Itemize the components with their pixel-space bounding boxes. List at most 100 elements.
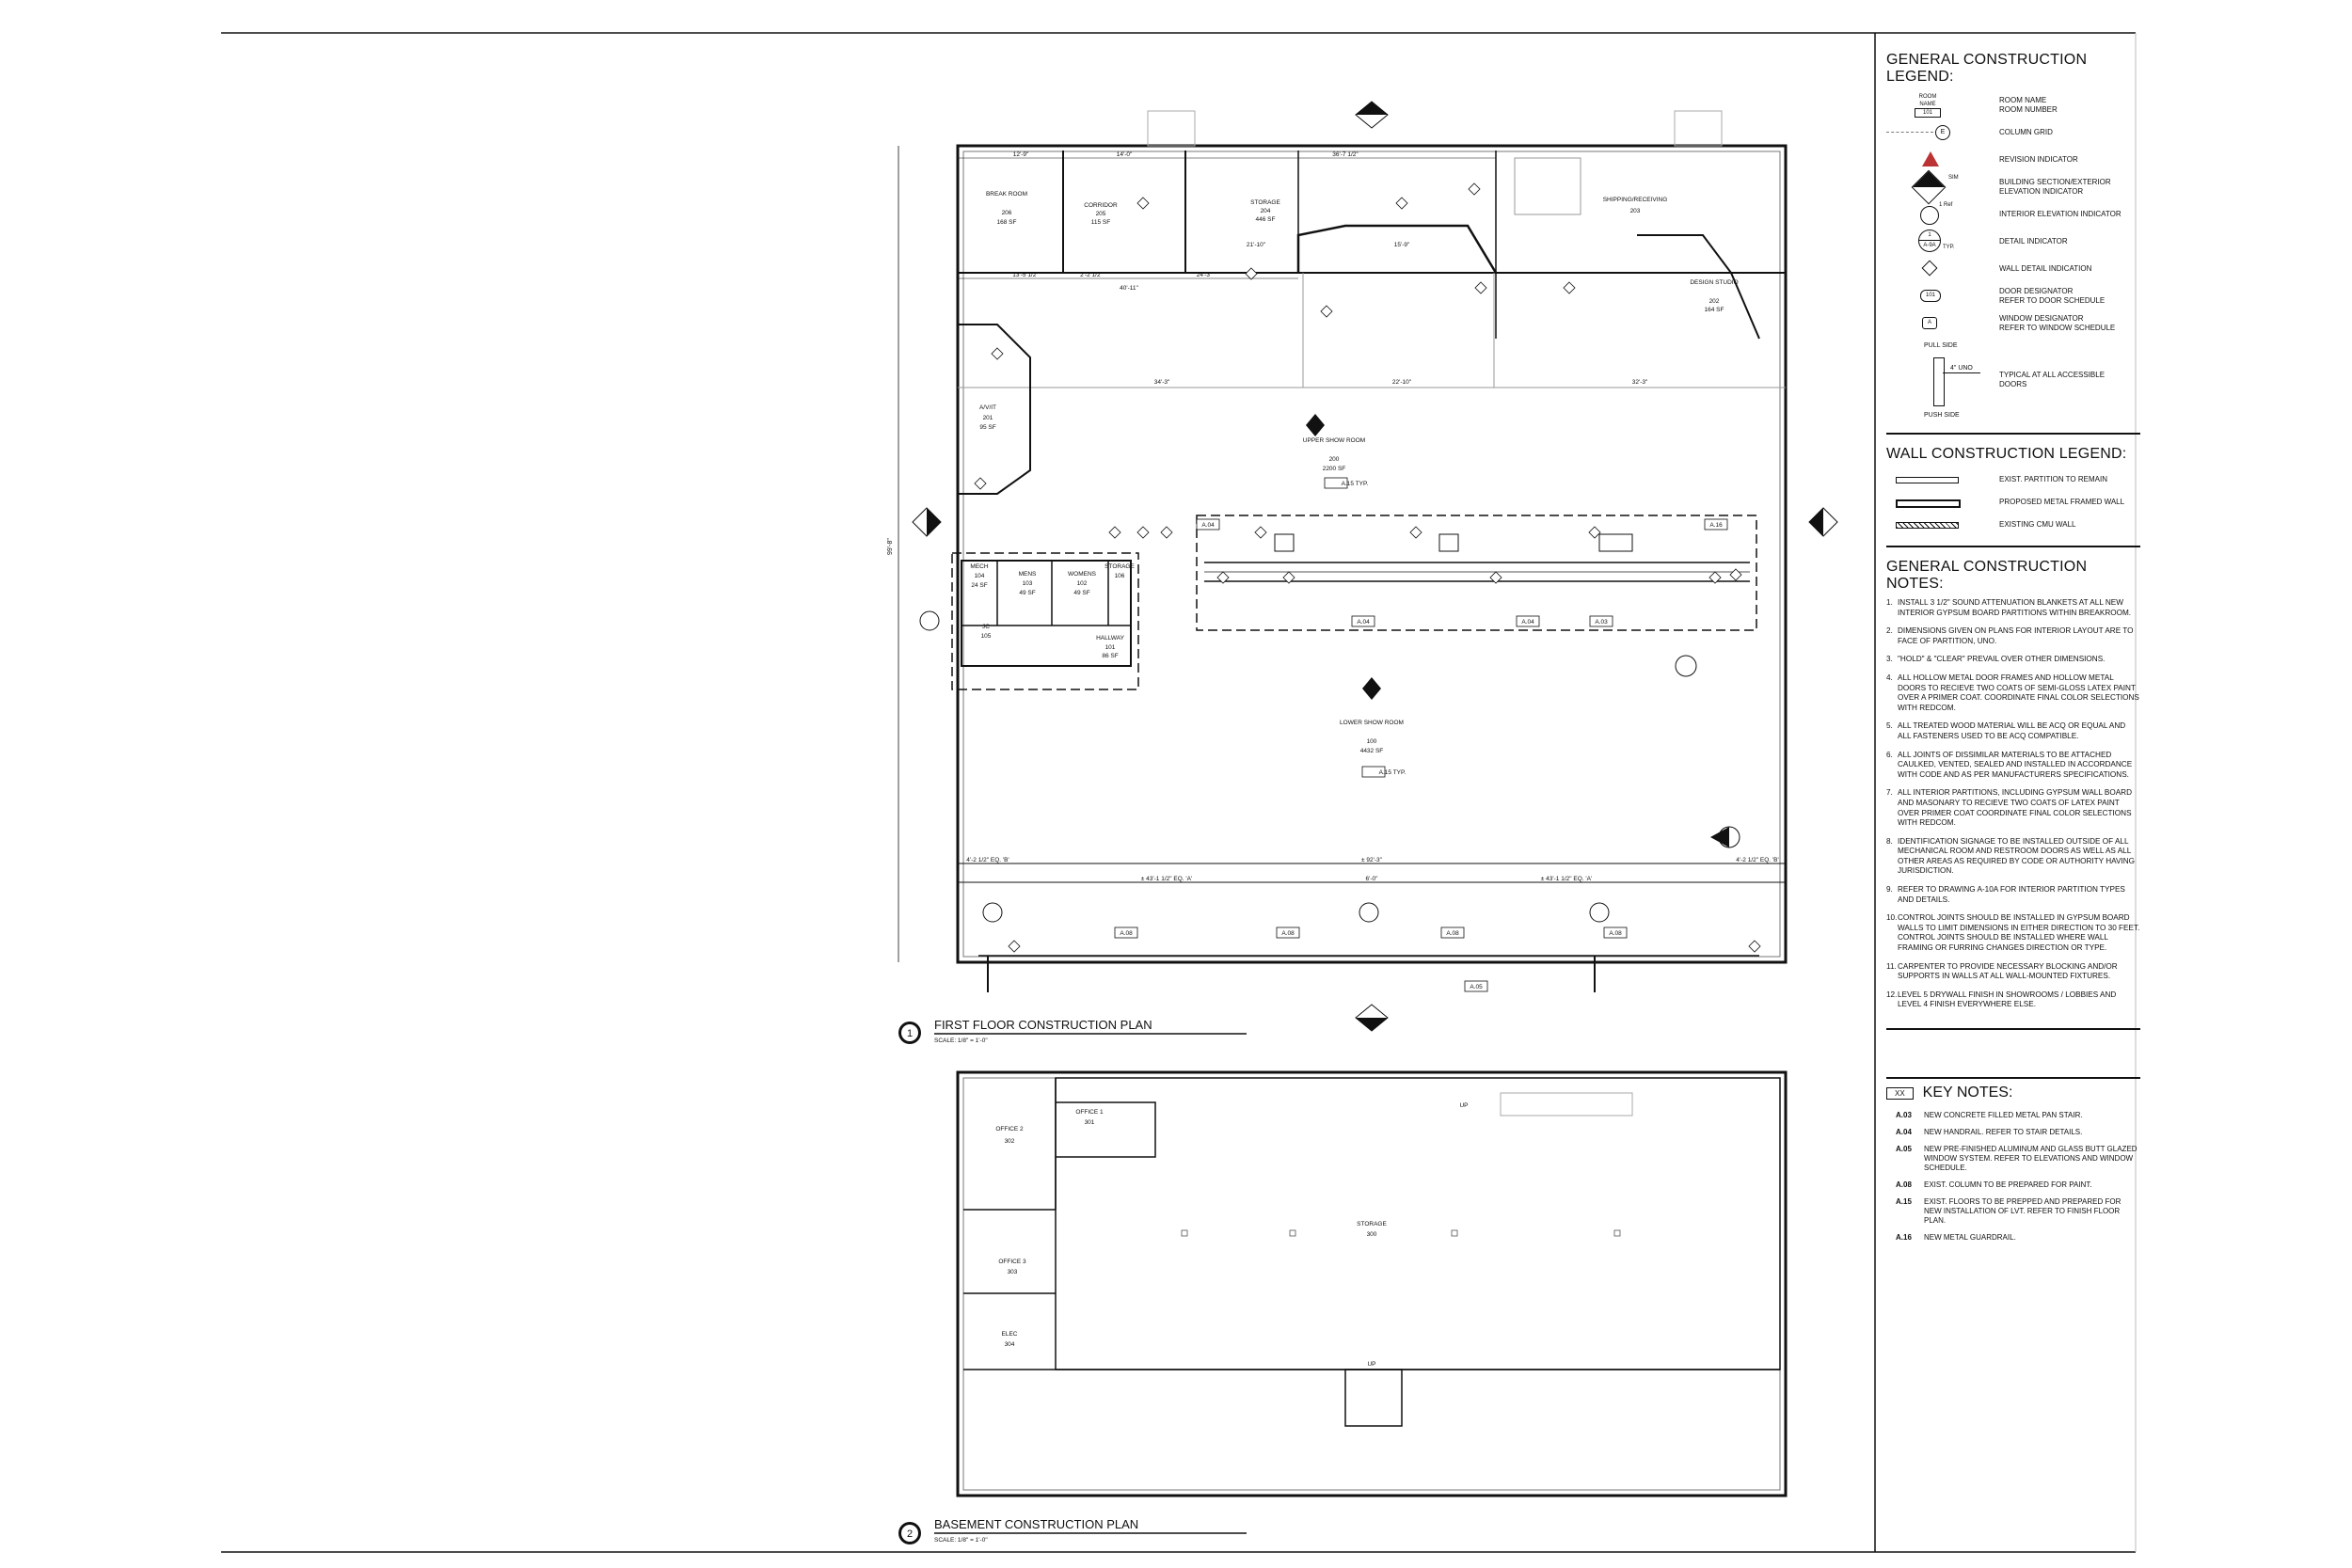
detail-marker-a9b [1675, 655, 1697, 677]
note-item: 12.LEVEL 5 DRYWALL FINISH IN SHOWROOMS /… [1886, 990, 2140, 1010]
plan-title-2: BASEMENT CONSTRUCTION PLAN [934, 1517, 1138, 1531]
room-label-mech: MECH [970, 563, 988, 570]
note-text: REFER TO DRAWING A-10A FOR INTERIOR PART… [1898, 885, 2125, 904]
key-notes-title: KEY NOTES: [1922, 1085, 2013, 1101]
room-number-102: 102 [1077, 580, 1088, 587]
plan-title-1: FIRST FLOOR CONSTRUCTION PLAN [934, 1018, 1152, 1032]
legend-detail-number: 1 [1928, 231, 1931, 238]
legend-section-sim: SIM [1948, 174, 1959, 181]
key-note-code: A.16 [1896, 1233, 1912, 1242]
note-item: 4.ALL HOLLOW METAL DOOR FRAMES AND HOLLO… [1886, 673, 2140, 713]
key-notes-header: XX KEY NOTES: [1886, 1085, 2140, 1101]
door-oval-icon: 101 [1886, 284, 1999, 309]
plan-number-2: 2 [907, 1528, 913, 1540]
detail-marker-left-mid [919, 610, 940, 631]
key-tag-a04-1: A.04 [1357, 619, 1370, 626]
room-label-storage-106: STORAGE [1104, 563, 1135, 570]
dim-mid-4: 40'-11" [1120, 285, 1138, 292]
section-marker-icon: SIM [1886, 169, 1999, 204]
key-tag-upper-a15: A.15 TYP. [1342, 481, 1369, 487]
restroom-core-walls [961, 560, 1132, 667]
key-note-code: A.05 [1896, 1145, 1912, 1153]
key-note-item: A.08 EXIST. COLUMN TO BE PREPARED FOR PAI… [1886, 1180, 2140, 1190]
legend-text-detail-circle: DETAIL INDICATOR [1999, 236, 2068, 245]
stair-landing-2 [1438, 533, 1459, 552]
note-text: INSTALL 3 1/2" SOUND ATTENUATION BLANKET… [1898, 598, 2132, 617]
stair-landing-3 [1598, 533, 1633, 552]
door-clearance-icon: PULL SIDE PUSH SIDE 4" UNO [1886, 337, 1999, 423]
room-label-womens: WOMENS [1068, 571, 1097, 578]
note-number: 2. [1886, 626, 1893, 636]
push-side-label: PUSH SIDE [1924, 412, 1960, 419]
note-text: ALL JOINTS OF DISSIMILAR MATERIALS TO BE… [1898, 750, 2133, 779]
room-area-200: 2200 SF [1323, 466, 1346, 472]
room-area-206: 168 SF [997, 219, 1017, 226]
legend-row-detail-circle: 1 A-9A TYP.DETAIL INDICATOR [1886, 228, 2140, 255]
note-text: CARPENTER TO PROVIDE NECESSARY BLOCKING … [1898, 961, 2118, 981]
key-note-text: EXIST. COLUMN TO BE PREPARED FOR PAINT. [1924, 1180, 2092, 1189]
legend-text-interior-elevation: INTERIOR ELEVATION INDICATOR [1999, 209, 2122, 218]
av-it-room-wall [958, 324, 1031, 495]
room-number-201: 201 [983, 415, 993, 421]
room-label-design-studio: DESIGN STUDIO [1690, 279, 1738, 286]
key-tag-a05: A.05 [1470, 984, 1483, 990]
note-text: CONTROL JOINTS SHOULD BE INSTALLED IN GY… [1898, 913, 2140, 953]
dim-eq-left: ± 43'-1 1/2" EQ. 'A' [1141, 876, 1192, 882]
construction-notes: GENERAL CONSTRUCTION NOTES: 1. INSTALL 3 … [1886, 559, 2140, 1030]
dim-bottom-left: 4'-2 1/2" EQ. 'B' [966, 857, 1009, 863]
key-tag-a08-4-box [1603, 927, 1628, 939]
plan-number-1: 1 [907, 1028, 913, 1039]
door-clearance-line [1943, 372, 1980, 373]
note-number: 4. [1886, 673, 1893, 682]
dim-row-2: 22'-10" [1392, 379, 1412, 386]
elevation-markers [912, 101, 1838, 1032]
key-note-text: NEW METAL GUARDRAIL. [1924, 1233, 2016, 1242]
room-label-jc: JC [982, 624, 990, 630]
room-number-202: 202 [1709, 298, 1720, 305]
room-label-av-it: A/V/IT [979, 404, 996, 411]
key-tag-a08-1: A.08 [1120, 930, 1133, 937]
legend-row-wall-detail-diamond: WALL DETAIL INDICATION [1886, 255, 2140, 282]
elevation-marker-left [912, 507, 942, 537]
room-area-102: 49 SF [1073, 590, 1089, 596]
dim-top-2: 14'-0" [1117, 151, 1133, 158]
construction-legend-title: GENERAL CONSTRUCTION LEGEND: [1886, 52, 2088, 85]
note-number: 10. [1886, 913, 1898, 923]
interior-elevation-icon: 1 Ref [1886, 202, 1999, 227]
plan-title-first-floor: 1 FIRST FLOOR CONSTRUCTION PLAN SCALE: 1… [898, 1018, 1247, 1044]
note-text: IDENTIFICATION SIGNAGE TO BE INSTALLED O… [1898, 836, 2136, 876]
legend-door-number: 101 [1920, 289, 1941, 302]
legend-row-revision-triangle: REVISION INDICATOR [1886, 146, 2140, 173]
wall-legend-text-proposed: PROPOSED METAL FRAMED WALL [1999, 498, 2125, 506]
note-item: 9.REFER TO DRAWING A-10A FOR INTERIOR PA… [1886, 885, 2140, 905]
key-tag-a08-3: A.08 [1446, 930, 1459, 937]
key-tag-a03-box [1589, 615, 1613, 627]
note-number: 12. [1886, 990, 1898, 999]
first-floor-exterior-wall [956, 144, 1788, 964]
wall-legend-row-cmu: EXISTING CMU WALL [1886, 514, 2140, 536]
legend-window-letter: A [1922, 316, 1937, 329]
plan-scale-2: SCALE: 1/8" = 1'-0" [934, 1537, 988, 1544]
overall-dimension-text: 99'-8" [887, 538, 894, 555]
note-number: 1. [1886, 598, 1893, 607]
title-block: GENERAL CONSTRUCTION LEGEND: ROOM NAME 1… [1886, 52, 2140, 1250]
room-label-break-room: BREAK ROOM [986, 191, 1027, 198]
key-tag-upper-a15-box [1324, 477, 1348, 489]
key-note-text: NEW HANDRAIL. REFER TO STAIR DETAILS. [1924, 1128, 2083, 1136]
key-note-code: A.08 [1896, 1180, 1912, 1189]
design-studio-wall [1637, 234, 1760, 340]
room-number-103: 103 [1023, 580, 1033, 587]
room-area-100: 4432 SF [1360, 748, 1384, 754]
wall-legend-row-existing: EXIST. PARTITION TO REMAIN [1886, 468, 2140, 491]
dim-mid-2: 2'-2 1/2" [1080, 272, 1103, 278]
room-number-301: 301 [1085, 1119, 1095, 1126]
construction-notes-title: GENERAL CONSTRUCTION NOTES: [1886, 559, 2088, 592]
